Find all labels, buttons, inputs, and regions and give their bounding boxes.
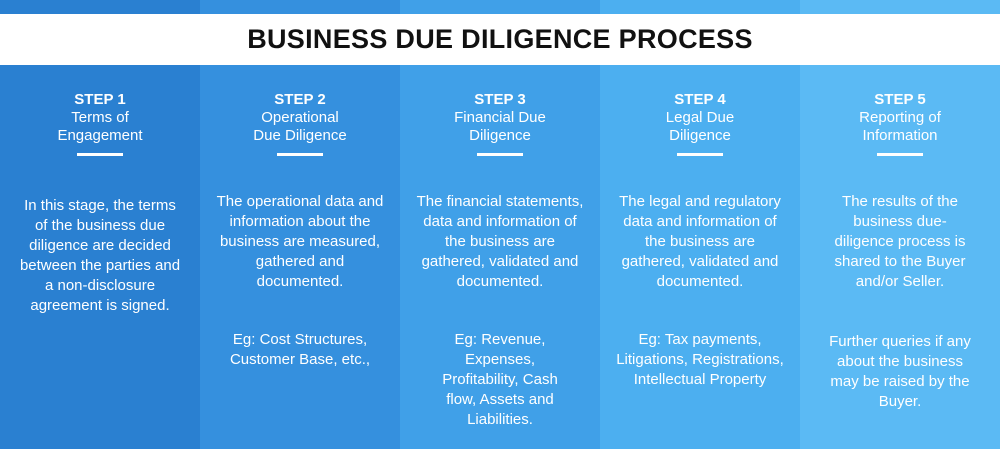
step-3-header: STEP 3 Financial Due Diligence bbox=[400, 90, 600, 156]
step-5-label: STEP 5 bbox=[874, 91, 926, 108]
step-2-name: Operational Due Diligence bbox=[253, 109, 347, 144]
step-3-name: Financial Due Diligence bbox=[454, 109, 546, 144]
step-2-header: STEP 2 Operational Due Diligence bbox=[200, 90, 400, 156]
step-5-description: The results of the business due-diligenc… bbox=[834, 193, 966, 290]
step-2-column: STEP 2 Operational Due Diligence The ope… bbox=[200, 0, 400, 449]
step-2-divider bbox=[277, 153, 323, 156]
step-4-examples: Eg: Tax payments, Litigations, Registrat… bbox=[616, 331, 784, 388]
step-1-description: In this stage, the terms of the business… bbox=[19, 197, 181, 314]
step-4-label: STEP 4 bbox=[674, 91, 726, 108]
step-1-column: STEP 1 Terms of Engagement In this stage… bbox=[0, 0, 200, 449]
step-4-name: Legal Due Diligence bbox=[665, 109, 735, 144]
step-5-name: Reporting of Information bbox=[859, 109, 941, 144]
step-3-description: The financial statements, data and infor… bbox=[416, 193, 584, 290]
step-1-label: STEP 1 bbox=[74, 91, 126, 108]
step-1-divider bbox=[77, 153, 123, 156]
step-2-label: STEP 2 bbox=[274, 91, 326, 108]
step-3-divider bbox=[477, 153, 523, 156]
step-4-divider bbox=[677, 153, 723, 156]
step-3-examples: Eg: Revenue, Expenses, Profitability, Ca… bbox=[442, 331, 558, 428]
step-3-column: STEP 3 Financial Due Diligence The finan… bbox=[400, 0, 600, 449]
page-title: BUSINESS DUE DILIGENCE PROCESS bbox=[247, 24, 753, 54]
step-5-divider bbox=[877, 153, 923, 156]
step-5-header: STEP 5 Reporting of Information bbox=[800, 90, 1000, 156]
step-5-examples: Further queries if any about the busines… bbox=[829, 333, 971, 410]
step-5-column: STEP 5 Reporting of Information The resu… bbox=[800, 0, 1000, 449]
step-1-name: Terms of Engagement bbox=[57, 109, 143, 144]
step-4-description: The legal and regulatory data and inform… bbox=[619, 193, 781, 290]
step-2-description: The operational data and information abo… bbox=[216, 193, 384, 290]
step-4-header: STEP 4 Legal Due Diligence bbox=[600, 90, 800, 156]
step-3-label: STEP 3 bbox=[474, 91, 526, 108]
title-banner: BUSINESS DUE DILIGENCE PROCESS bbox=[0, 14, 1000, 65]
step-4-column: STEP 4 Legal Due Diligence The legal and… bbox=[600, 0, 800, 449]
step-2-examples: Eg: Cost Structures, Customer Base, etc.… bbox=[229, 331, 371, 368]
step-1-header: STEP 1 Terms of Engagement bbox=[0, 90, 200, 156]
